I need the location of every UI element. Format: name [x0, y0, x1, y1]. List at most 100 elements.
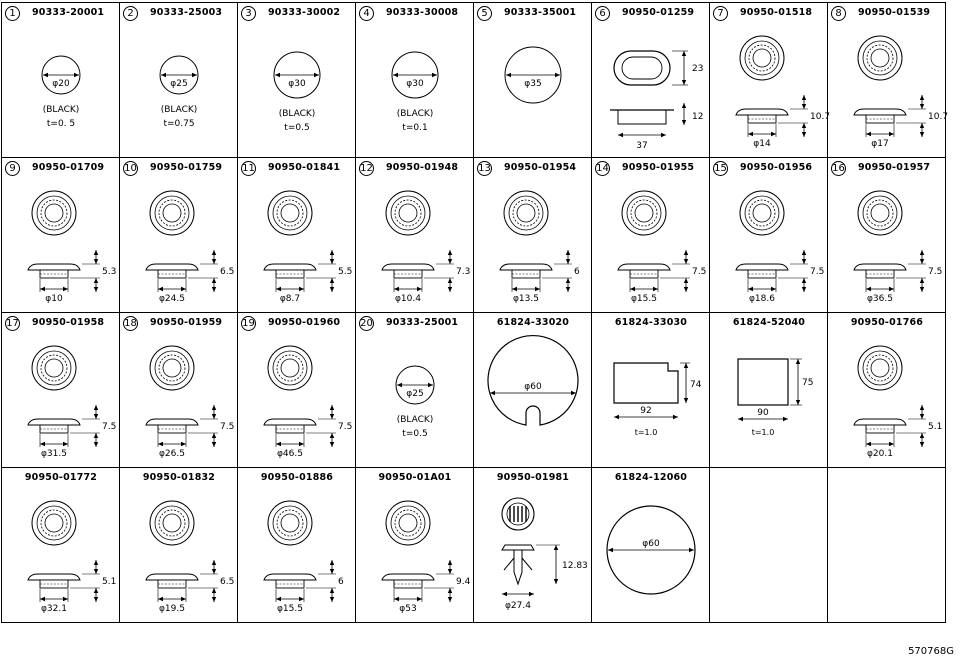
- callout-number: 1: [5, 6, 20, 21]
- height-label: 10.7: [810, 112, 830, 122]
- height-label: 7.3: [456, 267, 470, 277]
- diameter-label: φ15.5: [277, 604, 303, 614]
- height-label: 7.5: [692, 267, 706, 277]
- grommet-side-view: [499, 263, 553, 271]
- callout-number: 19: [241, 316, 256, 331]
- grommet-top-view: [385, 500, 431, 546]
- grommet-side-view: [27, 263, 81, 271]
- note-label: t=0. 5: [47, 119, 75, 129]
- height-label: 5.1: [102, 577, 116, 587]
- height-label: 7.5: [338, 422, 352, 432]
- clip-top-view: [501, 497, 535, 531]
- width-label: 37: [636, 141, 647, 151]
- grommet-side-view: [617, 263, 671, 271]
- grommet-top-view: [503, 190, 549, 236]
- part-drawing: φ10.47.3: [381, 190, 470, 304]
- grommet-top-view: [267, 500, 313, 546]
- diameter-label: φ60: [642, 539, 660, 549]
- diameter-label: φ15.5: [631, 294, 657, 304]
- part-drawing: φ19.56.5: [145, 500, 234, 614]
- part-number: 90333-25003: [150, 7, 223, 18]
- callout-number: 7: [713, 6, 728, 21]
- part-number: 90950-01958: [32, 317, 105, 328]
- grommet-top-view: [857, 345, 903, 391]
- part-drawing: φ31.57.5: [27, 345, 116, 459]
- part-drawing: φ60: [487, 335, 579, 426]
- part-number: 90950-01518: [740, 7, 813, 18]
- part-number: 90950-01832: [142, 472, 216, 483]
- oval-grommet-side: [617, 109, 667, 125]
- part-drawing: φ8.75.5: [263, 190, 352, 304]
- thickness-label: t=1.0: [752, 428, 775, 437]
- part-drawing: φ30(BLACK)t=0.5: [273, 51, 321, 133]
- grommet-top-view: [267, 190, 313, 236]
- height-label: 9.4: [456, 577, 471, 587]
- height-label: 6: [574, 267, 580, 277]
- grommet-side-view: [853, 418, 907, 426]
- diameter-label: φ17: [871, 139, 888, 149]
- diameter-label: φ46.5: [277, 449, 303, 459]
- diameter-label: φ20: [52, 79, 70, 89]
- clip-side-view: [501, 544, 535, 551]
- height-label: 23: [692, 64, 703, 74]
- part-number: 90950-01759: [150, 162, 223, 173]
- empty-cell: [827, 467, 946, 623]
- part-drawing: φ32.15.1: [27, 500, 116, 614]
- part-number: 90950-01772: [24, 472, 98, 483]
- height-label: 5.1: [928, 422, 942, 432]
- part-cell: 1 90333-20001 φ20 (BLACK) t=0. 5: [1, 2, 120, 158]
- diameter-label: φ20.1: [867, 449, 893, 459]
- note-label: (BLACK): [43, 105, 80, 115]
- empty-cell: [709, 467, 828, 623]
- disc-outline: [395, 365, 435, 405]
- note-label: (BLACK): [279, 109, 316, 119]
- callout-number: 6: [595, 6, 610, 21]
- part-number: 90950-01886: [260, 472, 334, 483]
- part-drawing: φ15.5 7.5: [617, 190, 706, 304]
- height-label: 5.5: [338, 267, 352, 277]
- part-number: 61824-33020: [496, 317, 570, 328]
- grommet-side-view: [27, 573, 81, 581]
- part-drawing: φ26.57.5: [145, 345, 234, 459]
- part-drawing: φ15.56: [263, 500, 344, 614]
- grommet-side-view: [853, 263, 907, 271]
- part-drawing: φ24.56.5: [145, 190, 234, 304]
- part-number: 90950-01956: [740, 162, 813, 173]
- height-label: 6.5: [220, 267, 234, 277]
- part-number: 90333-30008: [386, 7, 459, 18]
- part-number: 90333-20001: [32, 7, 105, 18]
- callout-number: 20: [359, 316, 374, 331]
- part-number: 90333-25001: [386, 317, 459, 328]
- callout-number: 10: [123, 161, 138, 176]
- height-label: 10.7: [928, 112, 948, 122]
- callout-number: 9: [5, 161, 20, 176]
- disc-outline: [159, 55, 199, 95]
- callout-number: 17: [5, 316, 20, 331]
- note-label: t=0.1: [402, 123, 427, 133]
- grommet-side-view: [735, 108, 789, 116]
- callout-number: 2: [123, 6, 138, 21]
- part-drawing: φ25(BLACK)t=0.75: [159, 55, 199, 129]
- part-drawing: φ36.57.5: [853, 190, 942, 304]
- grommet-top-view: [739, 35, 785, 81]
- height-label: 7.5: [928, 267, 942, 277]
- callout-number: 3: [241, 6, 256, 21]
- callout-number: 5: [477, 6, 492, 21]
- diameter-label: φ26.5: [159, 449, 185, 459]
- square-sheet: [737, 358, 789, 406]
- height-label: 5.3: [102, 267, 116, 277]
- height-label: 74: [690, 380, 702, 390]
- part-drawing: φ35: [504, 46, 562, 104]
